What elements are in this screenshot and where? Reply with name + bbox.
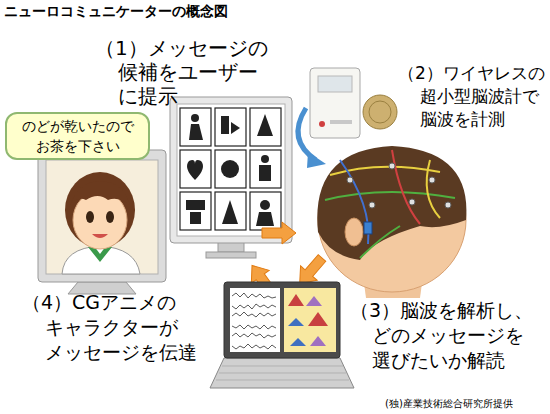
- electrode-wire: [325, 192, 455, 200]
- message-icon: [257, 114, 273, 136]
- message-icon: [221, 116, 229, 134]
- ear-electrode: [364, 222, 372, 234]
- electrode: [347, 177, 353, 183]
- step-label: （3）脳波を解析し、 どのメッセージを 選びたいか解読: [372, 298, 547, 373]
- laptop: [210, 282, 354, 388]
- coin-rim: [369, 101, 391, 123]
- eeg-trace: [232, 325, 276, 329]
- electrode: [369, 202, 375, 208]
- message-icon-frame: [215, 150, 246, 188]
- message-icon: [186, 200, 205, 210]
- electrode: [347, 163, 451, 208]
- coin: [363, 95, 397, 129]
- character-mouth: [92, 234, 108, 238]
- message-icon-frame: [250, 108, 281, 146]
- eeg-trace: [232, 293, 276, 349]
- eeg-trace: [232, 344, 276, 349]
- character-eye: [86, 211, 94, 223]
- message-icon: [187, 160, 203, 180]
- step-label: （4）CGアニメの キャラクターが メッセージを伝達: [45, 290, 215, 365]
- character-monitor: [38, 150, 166, 294]
- message-icon: [260, 200, 270, 210]
- eeg-trace-panel: [230, 288, 280, 352]
- eeg-device: [310, 68, 397, 138]
- electrode-wire: [427, 160, 440, 218]
- message-icon-frame: [180, 192, 211, 230]
- message-icon: [190, 212, 201, 224]
- bubble-text: のどが乾いたので お茶を下さい: [7, 116, 148, 156]
- device-led: [319, 121, 325, 127]
- message-icon-frame: [250, 192, 281, 230]
- diagram-title: ニューロコミュニケーターの概念図: [4, 3, 228, 21]
- character-hair: [65, 172, 135, 248]
- message-icon-frame: [180, 108, 211, 146]
- message-icon-frame: [215, 192, 246, 230]
- message-icon: [259, 165, 271, 181]
- eeg-trace: [232, 312, 276, 317]
- electrode: [429, 177, 435, 183]
- step-label: （1）メッセージの 候補をユーザー に提示: [118, 36, 308, 108]
- analysis-peak: [308, 312, 328, 326]
- eeg-trace: [232, 304, 276, 309]
- message-icon: [221, 160, 239, 178]
- monitor-frame: [38, 150, 166, 282]
- analysis-panel: [284, 288, 336, 352]
- electrode-wire: [325, 150, 455, 258]
- character-face: [73, 191, 127, 249]
- eeg-cap: [317, 146, 466, 260]
- analysis-peak: [306, 296, 322, 306]
- message-icon: [261, 155, 269, 163]
- eeg-trace: [232, 293, 276, 298]
- electrode-wire: [392, 150, 420, 224]
- message-icon: [189, 124, 203, 140]
- message-icon-frame: [250, 150, 281, 188]
- analysis-peak: [288, 294, 328, 346]
- analysis-peak: [288, 294, 304, 306]
- character-bangs: [70, 182, 130, 205]
- analysis-peak: [290, 338, 306, 346]
- electrode: [389, 163, 395, 169]
- eeg-trace: [232, 333, 276, 338]
- device-body: [310, 68, 360, 138]
- monitor-screen: [46, 160, 158, 274]
- device-label: [330, 120, 352, 124]
- message-icon: [222, 200, 238, 224]
- laptop-keys: [222, 366, 343, 367]
- electrode: [409, 199, 415, 205]
- message-icon: [231, 122, 240, 134]
- analysis-peak: [288, 318, 304, 326]
- laptop-keys: [219, 373, 346, 374]
- speech-bubble: のどが乾いたので お茶を下さい: [5, 112, 150, 160]
- message-icon: [186, 114, 274, 226]
- user-head: [317, 146, 466, 298]
- monitor-frame: [170, 97, 292, 243]
- character-shirt: [62, 246, 140, 274]
- electrode: [445, 202, 451, 208]
- message-icon: [191, 114, 199, 122]
- message-icon-frame: [180, 108, 281, 230]
- laptop-keyboard: [210, 358, 354, 388]
- signal-arrow: [298, 108, 316, 160]
- message-icon-frame: [180, 150, 211, 188]
- ear: [345, 218, 363, 246]
- character-eye: [106, 211, 114, 223]
- credit-note: (独)産業技術総合研究所提供: [385, 398, 550, 410]
- cycle-arrow: [262, 222, 296, 244]
- laptop-keys: [216, 366, 349, 380]
- laptop-screen: [224, 282, 340, 358]
- signal-arrow-head: [307, 152, 326, 168]
- device-panel: [318, 76, 352, 92]
- monitor-screen: [177, 104, 285, 236]
- message-icon-frame: [215, 108, 246, 146]
- step-label: （2）ワイヤレスの 超小型脳波計で 脳波を計測: [420, 62, 548, 131]
- message-icon: [256, 212, 274, 226]
- laptop-keys: [216, 380, 349, 381]
- monitor-base: [206, 252, 256, 258]
- analysis-peak: [310, 336, 326, 346]
